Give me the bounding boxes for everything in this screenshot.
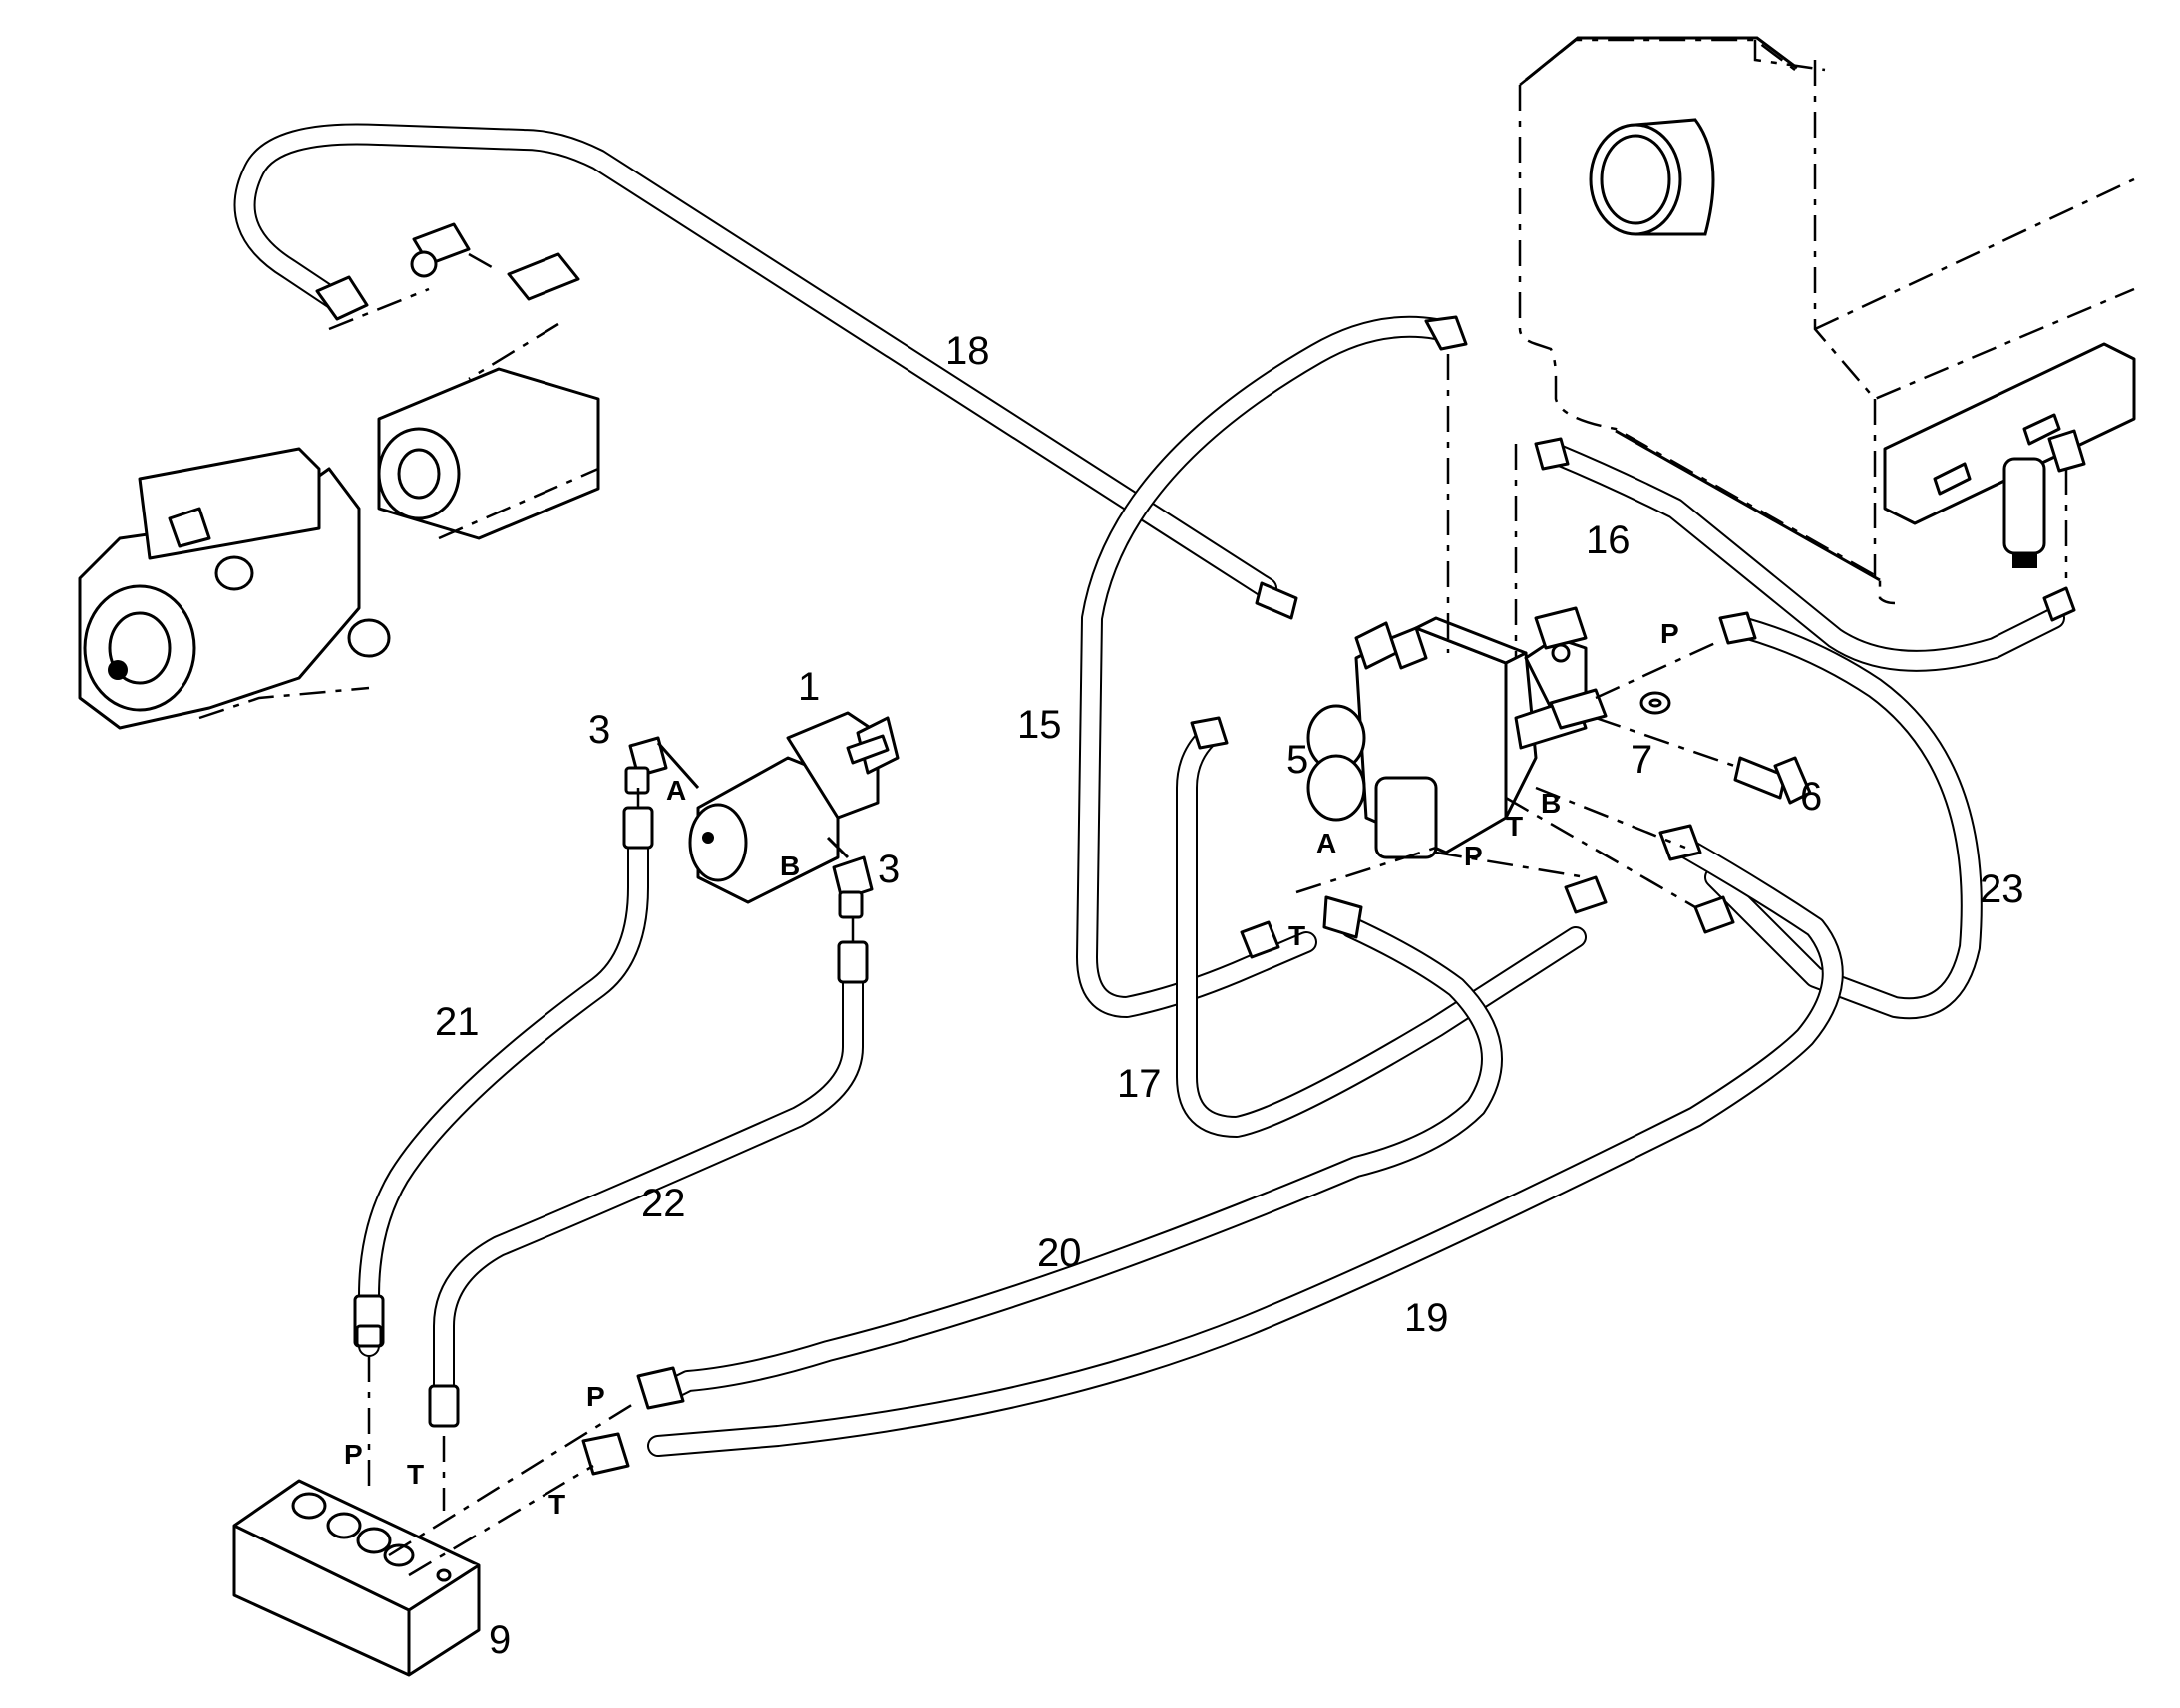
distribution-block: [232, 1356, 639, 1677]
label-part-16: 16: [1586, 518, 1631, 562]
gear-motor: [688, 711, 900, 904]
washer-and-bolt: [1595, 641, 1812, 805]
tank-fitting-block: [1883, 342, 2136, 578]
hydraulic-pump-assembly: [78, 287, 600, 730]
port-leader-lines: [1295, 786, 1696, 909]
port-labels: A B A B P T T P P T P T: [344, 618, 1679, 1520]
label-hose19-port-t: T: [548, 1489, 565, 1520]
part-number-labels: 1 3 3 5 6 7 9 15 16 17 18 19 20 21 22 23: [435, 329, 2024, 1662]
label-part-15: 15: [1017, 703, 1062, 747]
label-valve-port-t-left: T: [1288, 920, 1305, 951]
label-part-5: 5: [1286, 738, 1308, 782]
label-pump-port-b: B: [780, 851, 800, 881]
label-part-6: 6: [1800, 775, 1822, 819]
pump-hose-fitting: [410, 222, 580, 301]
control-valve-assembly: [1306, 354, 1608, 859]
hydraulic-tank-outline: [1518, 36, 2135, 605]
label-valve-port-p: P: [1464, 841, 1483, 871]
label-part-3-lower: 3: [878, 848, 900, 891]
label-part-17: 17: [1117, 1062, 1162, 1106]
label-part-3-upper: 3: [588, 708, 610, 752]
label-part-18: 18: [945, 329, 990, 373]
hoses: [233, 123, 2065, 1457]
label-valve-port-a: A: [1316, 828, 1336, 858]
label-part-21: 21: [435, 1000, 480, 1044]
label-part-22: 22: [641, 1182, 686, 1225]
label-part-1: 1: [798, 665, 820, 709]
label-part-7: 7: [1631, 738, 1652, 782]
label-hose23-port-p: P: [1660, 618, 1679, 649]
label-block-port-p: P: [344, 1439, 363, 1470]
label-block-port-t: T: [407, 1459, 424, 1490]
label-part-19: 19: [1404, 1296, 1449, 1340]
label-part-23: 23: [1980, 867, 2024, 911]
hose-fittings: [315, 275, 2076, 1476]
label-hose20-port-p: P: [586, 1381, 605, 1412]
label-valve-port-t: T: [1506, 811, 1523, 842]
label-valve-port-b: B: [1541, 788, 1561, 819]
label-pump-port-a: A: [666, 775, 686, 806]
label-part-20: 20: [1037, 1231, 1082, 1275]
label-part-9: 9: [489, 1618, 511, 1662]
filler-neck: [1589, 118, 1715, 236]
pump-fittings: [624, 736, 874, 942]
